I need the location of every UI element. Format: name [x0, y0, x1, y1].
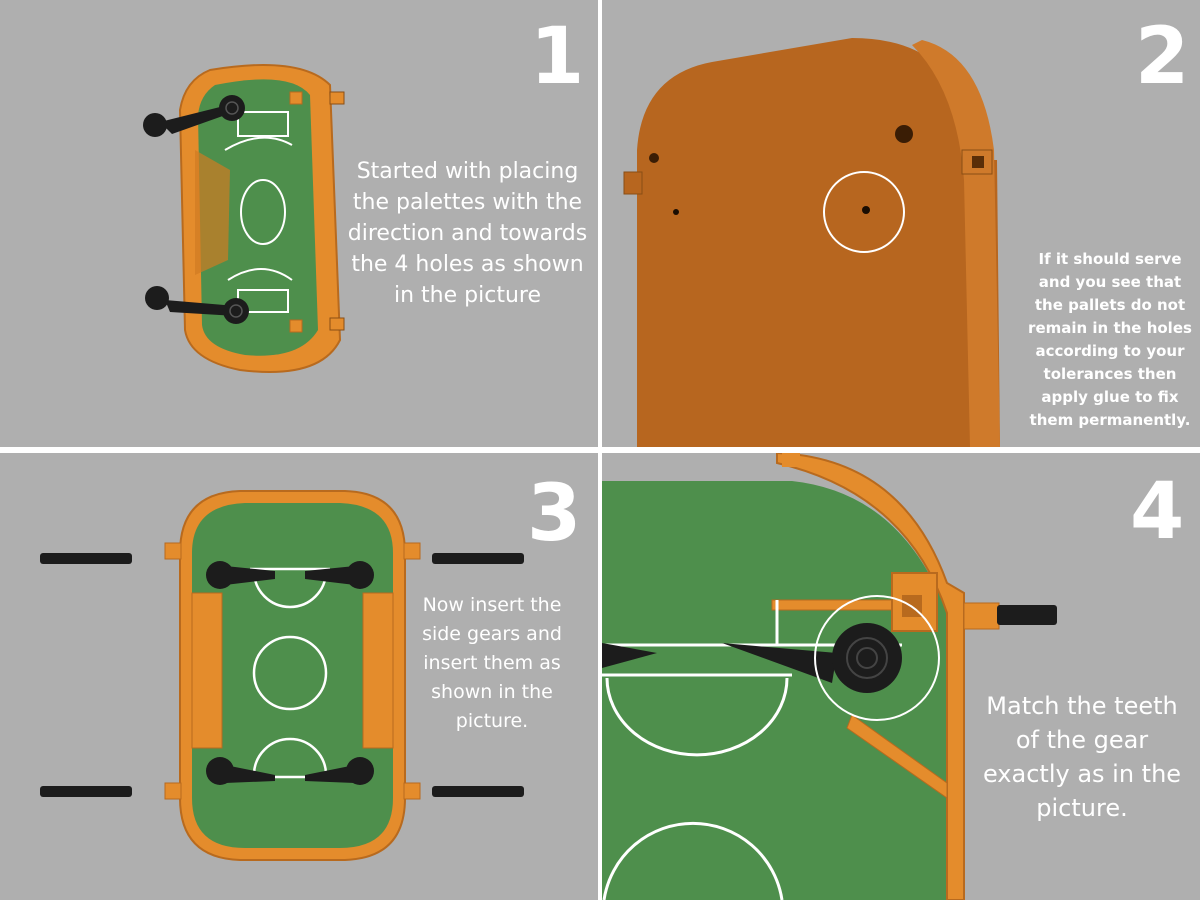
step-3-number: 3	[527, 469, 582, 559]
step-4-number: 4	[1130, 467, 1185, 557]
step-2-illustration	[623, 38, 1000, 447]
step-1-text: Started with placing the palettes with t…	[347, 159, 588, 308]
step-2-panel: 2 If it should serve and you see that th…	[602, 0, 1200, 447]
step-4-text: Match the teeth of the gear exactly as i…	[982, 692, 1182, 822]
step-1-illustration	[143, 64, 345, 373]
step-3-illustration	[40, 490, 524, 861]
step-2-number: 2	[1135, 12, 1190, 102]
step-3-text: Now insert the side gears and insert the…	[422, 594, 562, 732]
step-4-illustration	[602, 453, 1057, 900]
step-2-text: If it should serve and you see that the …	[1028, 250, 1192, 429]
step-1-number: 1	[530, 12, 585, 102]
step-1-panel: 1 Started with placing the palettes with…	[0, 0, 598, 447]
step-3-panel: 3 Now insert the side gears and insert t…	[0, 453, 598, 900]
step-4-panel: 4 Match the teeth of the gear exactly as…	[602, 453, 1200, 900]
